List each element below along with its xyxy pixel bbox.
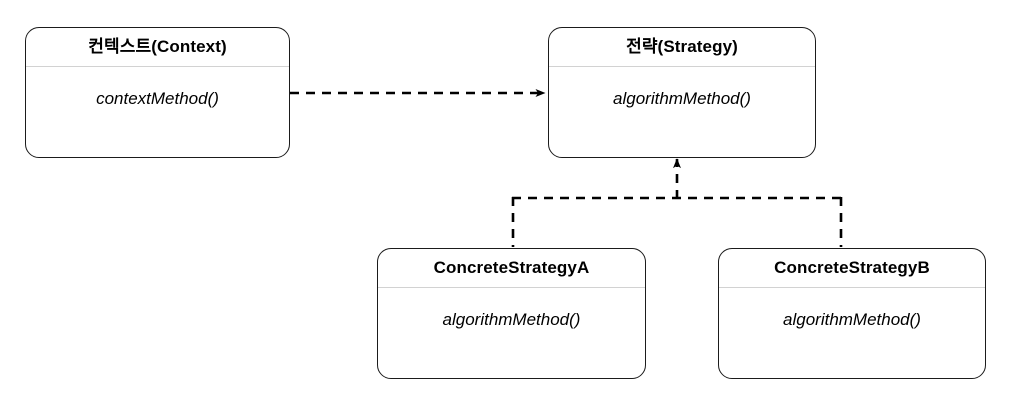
class-method-strategy-algorithm-method: algorithmMethod() <box>613 89 751 108</box>
class-body-strategy: algorithmMethod() <box>549 67 815 157</box>
class-body-concrete-strategy-b: algorithmMethod() <box>719 288 985 378</box>
class-divider-concrete-strategy-a <box>378 287 645 288</box>
class-box-context[interactable]: 컨텍스트(Context) contextMethod() <box>25 27 290 158</box>
class-title-concrete-strategy-a: ConcreteStrategyA <box>433 258 590 277</box>
class-box-concrete-strategy-a[interactable]: ConcreteStrategyA algorithmMethod() <box>377 248 646 379</box>
class-title-context: 컨텍스트(Context) <box>88 37 227 56</box>
class-divider-concrete-strategy-b <box>719 287 985 288</box>
class-divider-context <box>26 66 289 67</box>
class-title-concrete-strategy-b: ConcreteStrategyB <box>774 258 930 277</box>
class-body-context: contextMethod() <box>26 67 289 157</box>
class-title-strategy: 전략(Strategy) <box>626 37 738 56</box>
class-box-concrete-strategy-b[interactable]: ConcreteStrategyB algorithmMethod() <box>718 248 986 379</box>
class-method-concrete-b-algorithm-method: algorithmMethod() <box>783 310 921 329</box>
class-box-strategy[interactable]: 전략(Strategy) algorithmMethod() <box>548 27 816 158</box>
class-body-concrete-strategy-a: algorithmMethod() <box>378 288 645 378</box>
class-divider-strategy <box>549 66 815 67</box>
class-method-concrete-a-algorithm-method: algorithmMethod() <box>442 310 581 329</box>
class-method-context-method: contextMethod() <box>96 89 219 108</box>
